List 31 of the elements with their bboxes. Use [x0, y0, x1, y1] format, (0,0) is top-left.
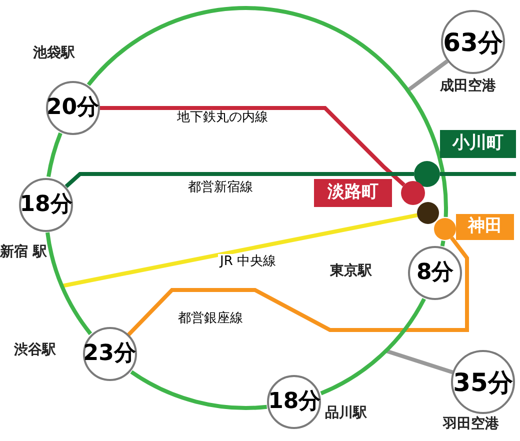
rail-line — [130, 370, 267, 410]
travel-time: 8分 — [416, 262, 454, 284]
rail-line — [440, 240, 446, 246]
station-name: 成田空港 — [440, 78, 496, 96]
travel-time: 18分 — [20, 194, 72, 216]
station-name: 新宿 駅 — [0, 244, 47, 262]
rail-line — [406, 59, 448, 92]
rail-line — [46, 232, 92, 335]
travel-time: 63分 — [443, 30, 503, 54]
station-sign: 淡路町 — [314, 179, 392, 207]
station-name: 羽田空港 — [443, 416, 499, 434]
rail-line — [86, 6, 448, 217]
rail-line — [46, 132, 62, 177]
travel-time: 23分 — [83, 343, 136, 366]
travel-time: 20分 — [46, 97, 100, 119]
rail-line — [62, 213, 418, 288]
station-name: 品川駅 — [325, 405, 367, 422]
station-name: 東京駅 — [330, 263, 372, 280]
edge-label: JR 中央線 — [218, 254, 278, 270]
station-sign: 小川町 — [440, 130, 516, 158]
rail-line — [320, 298, 426, 396]
rail-line — [100, 106, 406, 186]
travel-time: 35分 — [453, 370, 513, 394]
station-name: 渋谷駅 — [14, 342, 56, 360]
rail-line — [385, 349, 454, 374]
rail-line — [440, 172, 516, 176]
station-name: 池袋駅 — [33, 45, 75, 62]
travel-time: 18分 — [268, 391, 321, 414]
rail-line — [126, 236, 469, 336]
station-sign: 神田 — [456, 214, 514, 240]
rail-line — [64, 172, 414, 188]
